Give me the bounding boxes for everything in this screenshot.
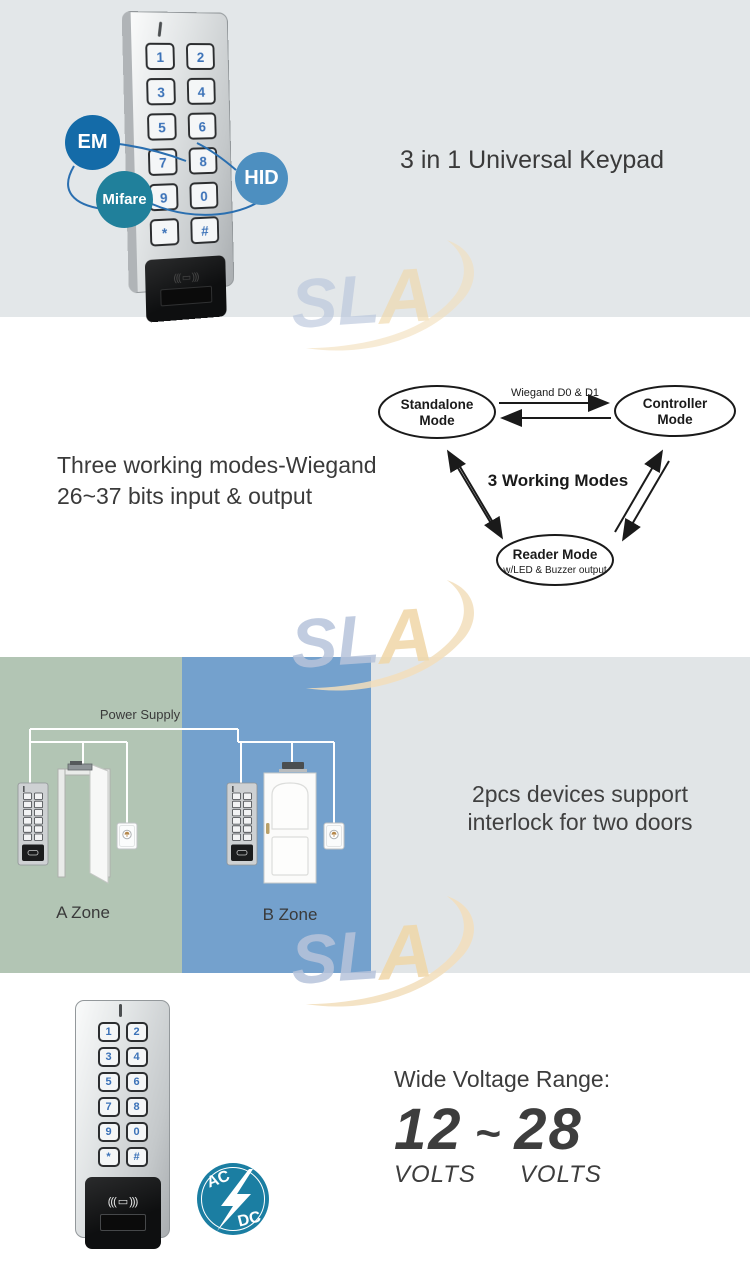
lightning-bolt-icon (217, 1169, 253, 1231)
voltage-heading: Wide Voltage Range: (394, 1066, 611, 1092)
interlock-description: 2pcs devices support interlock for two d… (440, 780, 720, 836)
modes-heading-line1: Three working modes-Wiegand (57, 452, 377, 478)
keypad-key-2: 2 (125, 1022, 148, 1042)
ac-dc-badge: AC DC (197, 1163, 269, 1235)
standalone-label: Standalone (401, 397, 474, 412)
keypad-key-1: 1 (145, 42, 176, 71)
zone-b-door-closed (263, 762, 317, 884)
zone-a-door-open (57, 761, 111, 884)
voltage-max: 28 (514, 1097, 583, 1162)
volts-label-min: VOLTS (394, 1161, 476, 1188)
interlock-description-line2: interlock for two doors (467, 809, 693, 835)
rfid-waves-icon: ((( ▭ ))) (173, 271, 199, 285)
keypad-key-6: 6 (125, 1072, 148, 1092)
keypad-key-8: 8 (188, 147, 218, 175)
reader-slot (160, 285, 213, 307)
power-supply-wiring (29, 728, 335, 823)
keypad-key-2: 2 (185, 43, 215, 70)
keypad-key-6: 6 (187, 112, 217, 140)
hero-title: 3 in 1 Universal Keypad (400, 146, 665, 174)
mifare-badge-label: Mifare (102, 191, 147, 208)
zone-a-label: A Zone (56, 903, 110, 922)
power-supply-label: Power Supply (100, 707, 181, 722)
controller-label-line2: Mode (657, 412, 693, 427)
zone-b-label: B Zone (263, 905, 318, 924)
keypad-key-4: 4 (186, 77, 216, 105)
keypad-key-4: 4 (125, 1047, 148, 1067)
voltage-values: 12 ~ 28 (394, 1101, 654, 1159)
reader-slot (99, 1214, 146, 1231)
arrow-reader-to-standalone (446, 449, 496, 531)
arrow-controller-to-reader (621, 460, 670, 542)
working-modes-diagram: Wiegand D0 & D1 3 Working Modes Standalo… (378, 385, 736, 586)
standalone-mode-node (378, 385, 496, 439)
reader-label-line2: w/LED & Buzzer output (502, 565, 607, 576)
em-card-badge: EM (65, 115, 120, 170)
led-slot (119, 1004, 122, 1017)
volts-labels: VOLTS VOLTS (394, 1161, 654, 1189)
keypad-key-#: # (190, 216, 220, 245)
voltage-min: 12 (394, 1097, 463, 1162)
keypad-key-9: 9 (148, 183, 179, 212)
voltage-range-block: Wide Voltage Range: 12 ~ 28 VOLTS VOLTS (394, 1066, 654, 1189)
card-reader-panel: ((( ▭ ))) (144, 255, 227, 323)
keypad-key-*: * (149, 218, 180, 247)
em-badge-label: EM (77, 131, 108, 153)
keypad-key-0: 0 (189, 181, 219, 210)
modes-heading: Three working modes-Wiegand 26~37 bits i… (57, 450, 377, 512)
keypad-key-7: 7 (147, 148, 178, 177)
hid-badge-label: HID (244, 167, 279, 189)
interlock-description-line1: 2pcs devices support (471, 781, 689, 807)
keypad-key-3: 3 (97, 1047, 120, 1067)
reader-mode-node (496, 534, 614, 586)
card-reader-panel: ((( ▭ ))) (84, 1177, 161, 1249)
reader-label: Reader Mode (513, 547, 598, 562)
wiegand-label: Wiegand D0 & D1 (511, 387, 599, 399)
controller-label: Controller (643, 396, 708, 411)
rfid-waves-icon: ((( ▭ ))) (107, 1196, 139, 1208)
keypad-key-9: 9 (97, 1122, 120, 1142)
keypad-key-7: 7 (97, 1097, 120, 1117)
keypad-key-5: 5 (146, 113, 177, 141)
standalone-label-line2: Mode (419, 413, 455, 428)
volts-label-max: VOLTS (519, 1161, 602, 1188)
keypad-key-3: 3 (146, 77, 176, 106)
voltage-tilde: ~ (475, 1109, 502, 1158)
controller-mode-node (614, 385, 736, 437)
keypad-key-8: 8 (125, 1097, 148, 1117)
modes-heading-line2: 26~37 bits input & output (57, 483, 313, 509)
arrow-reader-to-controller (614, 449, 664, 533)
hid-card-badge: HID (235, 152, 288, 205)
keypad-key-1: 1 (97, 1022, 120, 1042)
keypad-key-*: * (97, 1147, 120, 1167)
arrow-standalone-to-reader (455, 459, 504, 540)
keypad-key-0: 0 (125, 1122, 148, 1142)
diagram-center-label: 3 Working Modes (488, 471, 628, 490)
mifare-card-badge: Mifare (96, 171, 153, 228)
keypad-key-5: 5 (97, 1072, 120, 1092)
keypad-key-#: # (125, 1147, 148, 1167)
